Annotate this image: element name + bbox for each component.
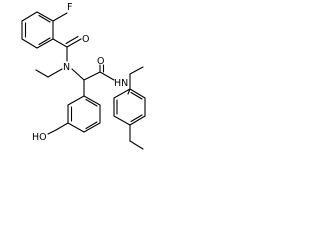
dimethylphenyl-ring [113,88,146,126]
bond-n-alpha [71,68,85,81]
hydroxyphenyl-ring [67,95,101,133]
bond-carbonyl-o-1 [66,38,82,48]
bond-ethyl-2 [35,69,49,78]
bond-ring-carbonyl [52,38,68,48]
bond-ring-oh [55,122,69,131]
atom-label-o-carbonyl-1: O [82,34,89,45]
atom-label-n-amide: N [63,62,70,73]
atom-label-ho: HO [32,132,47,143]
bond-n-ethyl-1 [47,68,63,78]
bond-alpha-carbonyl [83,71,101,81]
bond-methyl-top-ext [129,66,144,75]
bond-carbonyl2-nh [99,71,115,81]
bond-nh-ring [127,88,131,95]
atom-label-f: F [67,2,72,13]
atom-label-nh: HN [114,78,128,89]
bond-carbonyl-o-2 [65,35,79,45]
bond-methyl-bottom-ext [129,140,144,150]
atom-label-o-carbonyl-2: O [97,56,104,67]
bond-c-f [52,12,68,22]
fluorophenyl-ring [21,11,54,49]
bond-oh-to-label [47,129,57,135]
chemical-structure-diagram: F O N O HN HO [21,2,146,150]
